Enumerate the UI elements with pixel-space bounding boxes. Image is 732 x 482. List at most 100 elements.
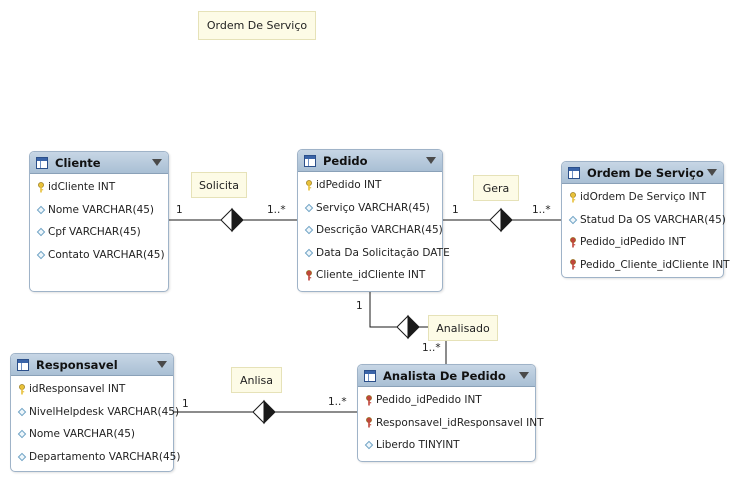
entity-title: Analista De Pedido: [383, 368, 506, 383]
column-label: Cliente_idCliente INT: [316, 269, 426, 282]
cardinality-label: 1..*: [422, 342, 441, 354]
diamond-pedido-analista: [396, 314, 420, 340]
anlisa-note[interactable]: Anlisa: [231, 367, 282, 393]
column-label: Data Da Solicitação DATE: [316, 246, 450, 259]
column-row[interactable]: Contato VARCHAR(45): [30, 244, 168, 267]
column-row[interactable]: Nome VARCHAR(45): [11, 423, 173, 446]
column-label: Serviço VARCHAR(45): [316, 201, 430, 214]
entity-ordem-de-servico[interactable]: Ordem De Serviço idOrdem De Serviço INT St…: [561, 161, 730, 278]
chevron-down-icon[interactable]: [157, 361, 167, 368]
column-diamond-icon: [17, 406, 26, 417]
column-row[interactable]: idOrdem De Serviço INT: [562, 186, 723, 209]
entity-header[interactable]: Ordem De Serviço: [562, 162, 723, 184]
diamond-cliente-pedido: [220, 207, 244, 233]
entity-cliente[interactable]: Cliente idCliente INT Nome VARCHAR(45) Cpf …: [29, 151, 169, 292]
entity-title: Pedido: [323, 153, 368, 168]
foreign-key-icon: [568, 236, 577, 248]
column-diamond-icon: [304, 247, 313, 258]
column-label: Contato VARCHAR(45): [48, 248, 165, 261]
column-row[interactable]: Cpf VARCHAR(45): [30, 221, 168, 244]
column-label: Descrição VARCHAR(45): [316, 224, 443, 237]
column-diamond-icon: [36, 204, 45, 215]
column-row[interactable]: Serviço VARCHAR(45): [298, 197, 442, 220]
key-icon: [304, 179, 313, 191]
chevron-down-icon[interactable]: [426, 157, 436, 164]
column-label: Pedido_idPedido INT: [376, 394, 482, 407]
column-diamond-icon: [364, 440, 373, 451]
column-diamond-icon: [36, 249, 45, 260]
cardinality-label: 1: [356, 300, 363, 312]
entity-header[interactable]: Analista De Pedido: [358, 365, 535, 387]
column-label: Liberdo TINYINT: [376, 439, 460, 452]
column-label: idResponsavel INT: [29, 383, 126, 396]
column-label: Nome VARCHAR(45): [29, 428, 136, 441]
column-row[interactable]: Descrição VARCHAR(45): [298, 219, 443, 242]
diamond-responsavel-analista: [252, 399, 276, 425]
column-row[interactable]: Pedido_idPedido INT: [358, 389, 535, 412]
chevron-down-icon[interactable]: [519, 372, 529, 379]
column-row[interactable]: Liberdo TINYINT: [358, 434, 535, 457]
column-row[interactable]: Pedido_idPedido INT: [562, 231, 723, 254]
foreign-key-icon: [364, 394, 373, 406]
column-diamond-icon: [568, 214, 577, 225]
column-label: Cpf VARCHAR(45): [48, 226, 141, 239]
entity-header[interactable]: Pedido: [298, 150, 442, 172]
column-diamond-icon: [36, 227, 45, 238]
entity-title: Ordem De Serviço: [587, 165, 704, 180]
column-diamond-icon: [304, 202, 313, 213]
gera-note[interactable]: Gera: [473, 175, 519, 201]
analisado-note[interactable]: Analisado: [428, 315, 498, 341]
column-row[interactable]: idPedido INT: [298, 174, 442, 197]
cardinality-label: 1: [182, 398, 189, 410]
column-label: Statud Da OS VARCHAR(45): [580, 213, 726, 226]
diagram-title-note[interactable]: Ordem De Serviço: [198, 11, 316, 40]
entity-title: Responsavel: [36, 357, 118, 372]
table-icon: [304, 154, 316, 167]
cardinality-label: 1..*: [267, 204, 286, 216]
entity-responsavel[interactable]: Responsavel idResponsavel INT NivelHelpdes…: [10, 353, 180, 472]
cardinality-label: 1: [452, 204, 459, 216]
column-diamond-icon: [17, 451, 26, 462]
column-label: idPedido INT: [316, 179, 382, 192]
entity-pedido[interactable]: Pedido idPedido INT Serviço VARCHAR(45) Des…: [297, 149, 450, 292]
column-row[interactable]: Data Da Solicitação DATE: [298, 242, 450, 265]
table-icon: [17, 358, 29, 371]
column-label: Pedido_Cliente_idCliente INT: [580, 258, 730, 271]
column-label: idCliente INT: [48, 181, 116, 194]
column-label: NivelHelpdesk VARCHAR(45): [29, 405, 180, 418]
key-icon: [568, 191, 577, 203]
key-icon: [17, 383, 26, 395]
table-icon: [36, 156, 48, 169]
column-row[interactable]: Responsavel_idResponsavel INT: [358, 412, 544, 435]
column-row[interactable]: idCliente INT: [30, 176, 168, 199]
foreign-key-icon: [364, 417, 373, 428]
chevron-down-icon[interactable]: [707, 169, 717, 176]
solicita-note[interactable]: Solicita: [191, 172, 247, 198]
cardinality-label: 1: [176, 204, 183, 216]
foreign-key-icon: [304, 269, 313, 281]
column-diamond-icon: [17, 429, 26, 440]
table-icon: [364, 369, 376, 382]
entity-header[interactable]: Responsavel: [11, 354, 173, 376]
column-row[interactable]: Departamento VARCHAR(45): [11, 446, 180, 469]
column-label: Pedido_idPedido INT: [580, 236, 686, 249]
chevron-down-icon[interactable]: [152, 159, 162, 166]
cardinality-label: 1..*: [532, 204, 551, 216]
entity-header[interactable]: Cliente: [30, 152, 168, 174]
column-label: Nome VARCHAR(45): [48, 203, 155, 216]
entity-title: Cliente: [55, 155, 101, 170]
key-icon: [36, 181, 45, 193]
column-diamond-icon: [304, 225, 313, 236]
column-row[interactable]: idResponsavel INT: [11, 378, 173, 401]
column-label: Departamento VARCHAR(45): [29, 450, 181, 463]
column-row[interactable]: Cliente_idCliente INT: [298, 264, 442, 287]
column-row[interactable]: Pedido_Cliente_idCliente INT: [562, 254, 730, 277]
column-label: idOrdem De Serviço INT: [580, 191, 707, 204]
column-row[interactable]: Nome VARCHAR(45): [30, 199, 168, 222]
foreign-key-icon: [568, 259, 577, 270]
column-row[interactable]: Statud Da OS VARCHAR(45): [562, 209, 726, 232]
column-row[interactable]: NivelHelpdesk VARCHAR(45): [11, 401, 179, 424]
diamond-pedido-ordem: [489, 207, 513, 233]
